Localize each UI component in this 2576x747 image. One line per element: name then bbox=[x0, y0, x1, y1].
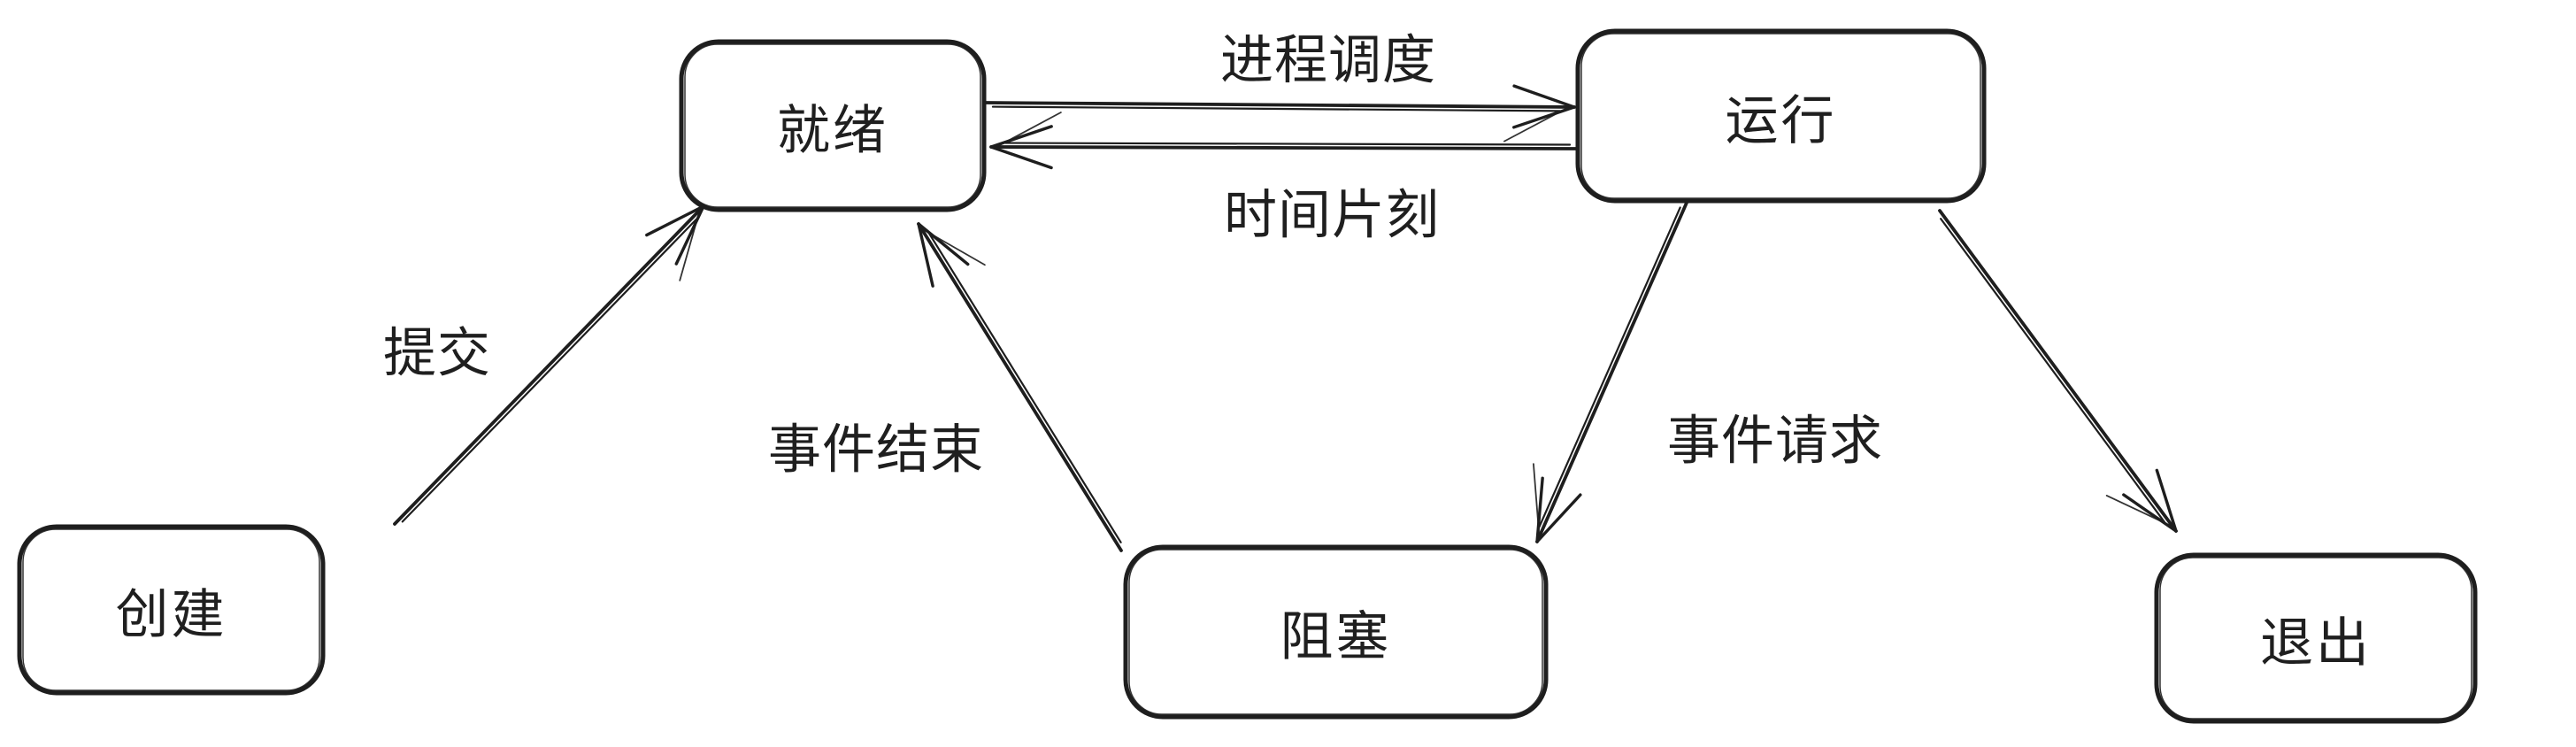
diagram-svg bbox=[17, 28, 2478, 724]
process-state-diagram: 创建 就绪 运行 阻塞 退出 提交 进程调度 时间片刻 事件请求 事件结束 bbox=[17, 28, 2478, 724]
